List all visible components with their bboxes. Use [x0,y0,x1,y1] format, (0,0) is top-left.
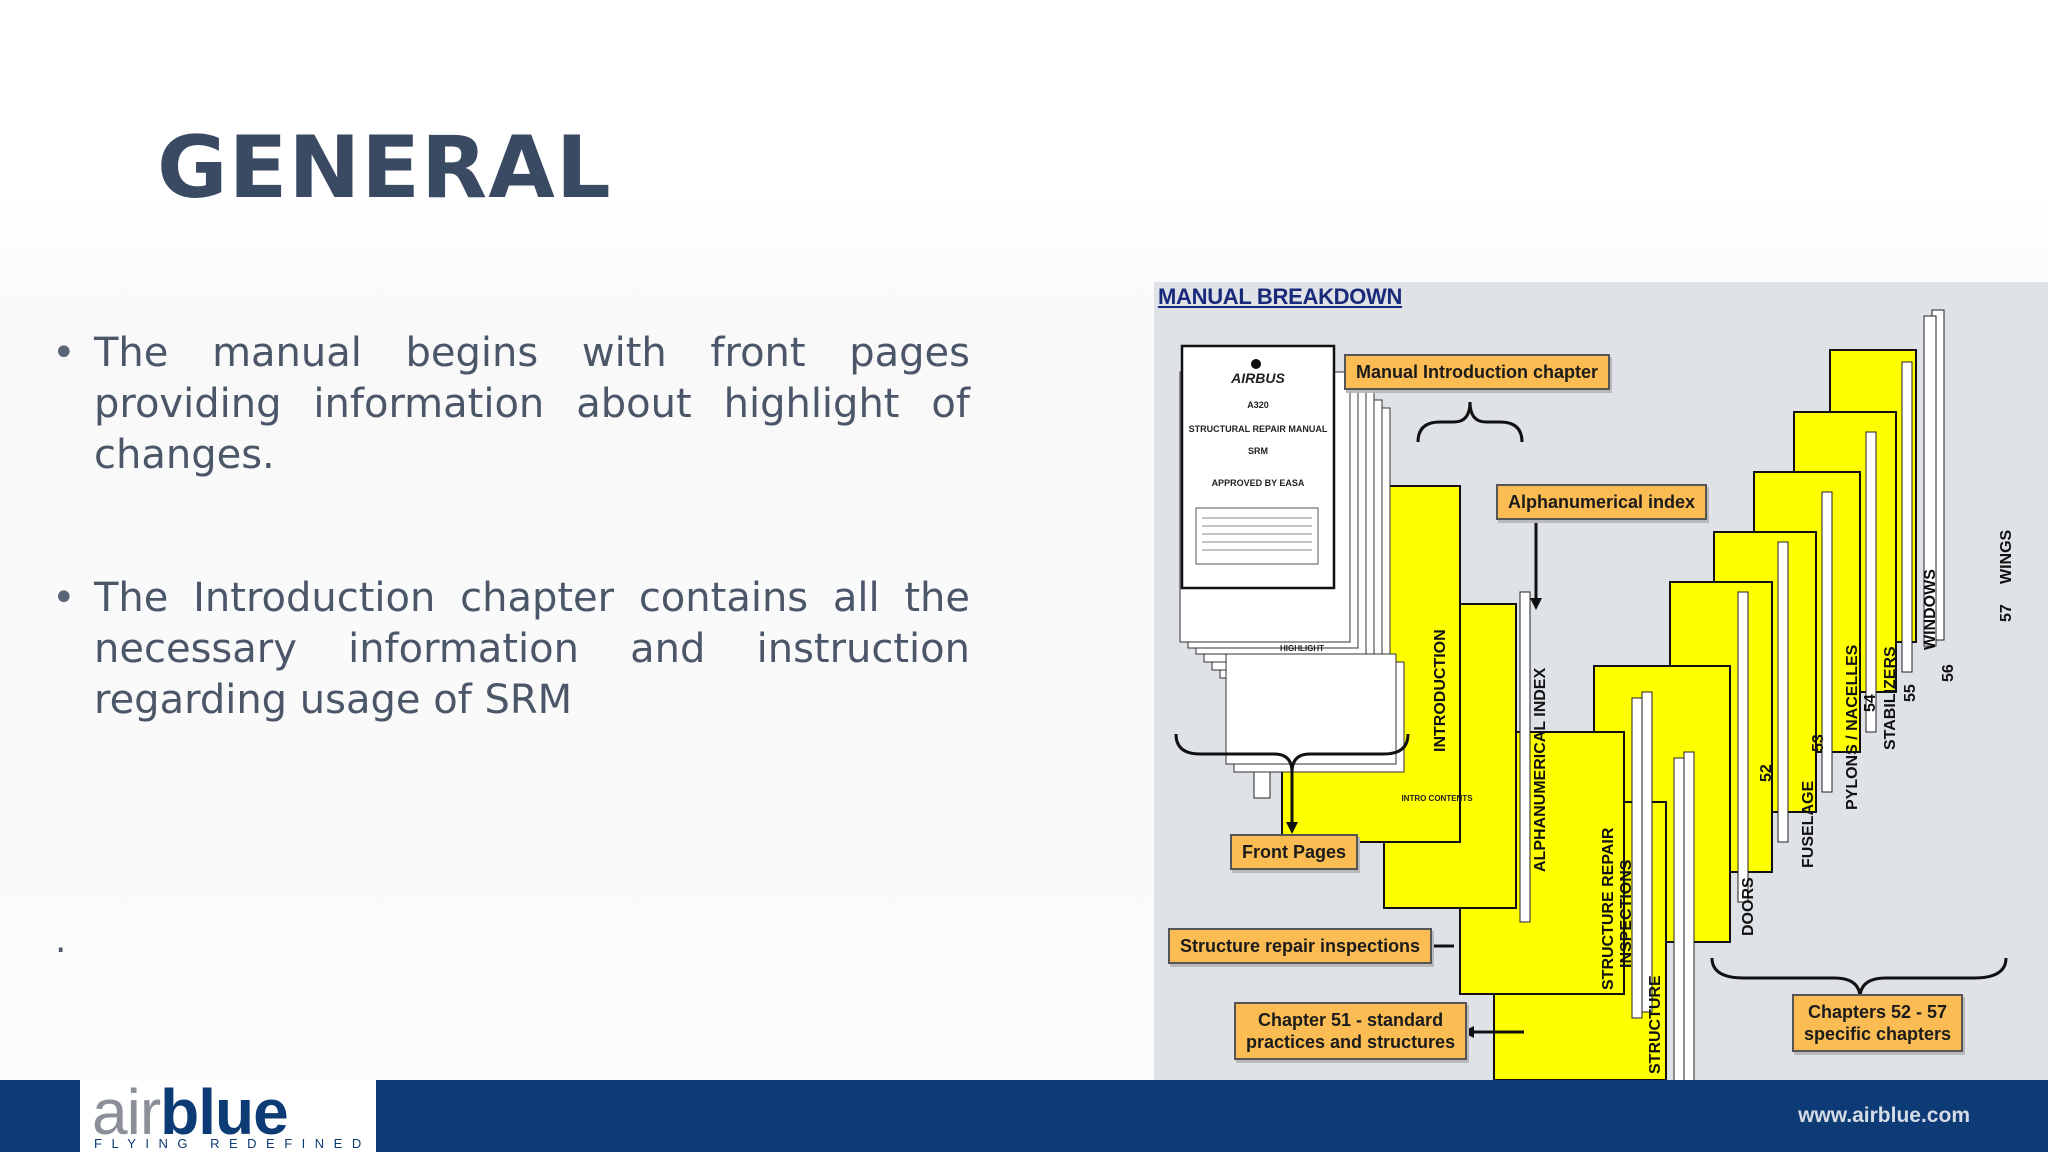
tab-label-introduction: INTRODUCTION [1432,629,1449,752]
tab-label-alphanumerical-index: ALPHANUMERICAL INDEX [1532,667,1549,872]
bullet-dot-icon: • [52,330,76,376]
tab-label-55: 55 [1902,684,1919,702]
tab-label-52: 52 [1758,764,1775,782]
cover-approval: APPROVED BY EASA [1211,478,1305,488]
tab-label-doors: DOORS [1740,877,1757,936]
logo-blue: blue [160,1076,289,1148]
tab-label-structure: STRUCTURE [1647,975,1664,1074]
bullet-list: • The manual begins with front pages pro… [52,328,970,726]
bullet-text: The Introduction chapter contains all th… [94,575,970,723]
stray-mark: . [55,920,67,961]
manual-breakdown-diagram: MANUAL BREAKDOWN AIRBUS A320 STRUCTURAL … [1154,282,2048,1080]
tab-label-inspections: INSPECTIONS [1618,859,1635,968]
callout-chapters-52-57-line2: specific chapters [1804,1024,1952,1044]
tab-label-pylons-nacelles: PYLONS / NACELLES [1844,644,1861,810]
cover-brand: AIRBUS [1231,370,1285,386]
intro-contents-label: INTRO CONTENTS [1401,794,1473,803]
logo-tagline: FLYING REDEFINED [94,1136,371,1151]
bullet-item: • The Introduction chapter contains all … [52,573,970,726]
tab-label-57: 57 [1998,604,2015,622]
bullet-dot-icon: • [52,575,76,621]
tab-label-structure-repair: STRUCTURE REPAIR [1600,827,1617,990]
highlight-label: HIGHLIGHT [1280,644,1324,653]
tab-label-windows: WINDOWS [1922,569,1939,650]
slide-title: GENERAL [157,118,612,218]
airblue-logo: airblue FLYING REDEFINED [80,1080,376,1152]
website-url: www.airblue.com [1798,1104,1970,1127]
bullet-text: The manual begins with front pages provi… [94,330,970,478]
tab-label-wings: WINGS [1998,529,2015,584]
cover-short-name: SRM [1248,446,1268,456]
tab-label-56: 56 [1940,664,1957,682]
callout-structure-repair-inspections: Structure repair inspections [1168,928,1433,964]
callout-chapters-52-57-line1: Chapters 52 - 57 [1808,1002,1948,1022]
callout-alphanumerical-index: Alphanumerical index [1496,484,1708,520]
logo-wordmark: airblue [92,1080,289,1144]
callout-chapter-51-line1: Chapter 51 - standard [1258,1010,1444,1030]
tab-label-53: 53 [1810,734,1827,752]
callout-chapter-51: Chapter 51 - standard practices and stru… [1234,1002,1468,1060]
diagram-title: MANUAL BREAKDOWN [1158,284,1403,309]
callout-chapter-51-line2: practices and structures [1246,1032,1456,1052]
callout-manual-introduction: Manual Introduction chapter [1344,354,1611,390]
cover-manual-name: STRUCTURAL REPAIR MANUAL [1188,424,1328,434]
bullet-item: • The manual begins with front pages pro… [52,328,970,481]
callout-chapters-52-57: Chapters 52 - 57 specific chapters [1792,994,1964,1052]
front-pages-stack [1179,344,1405,773]
callout-front-pages: Front Pages [1230,834,1359,870]
tab-label-54: 54 [1862,694,1879,712]
cover-model: A320 [1247,400,1269,410]
logo-air: air [92,1076,161,1148]
tab-label-stabilizers: STABILIZERS [1882,646,1899,750]
diagram-drawing [1174,309,2008,1080]
tab-label-fuselage: FUSELAGE [1800,780,1817,868]
